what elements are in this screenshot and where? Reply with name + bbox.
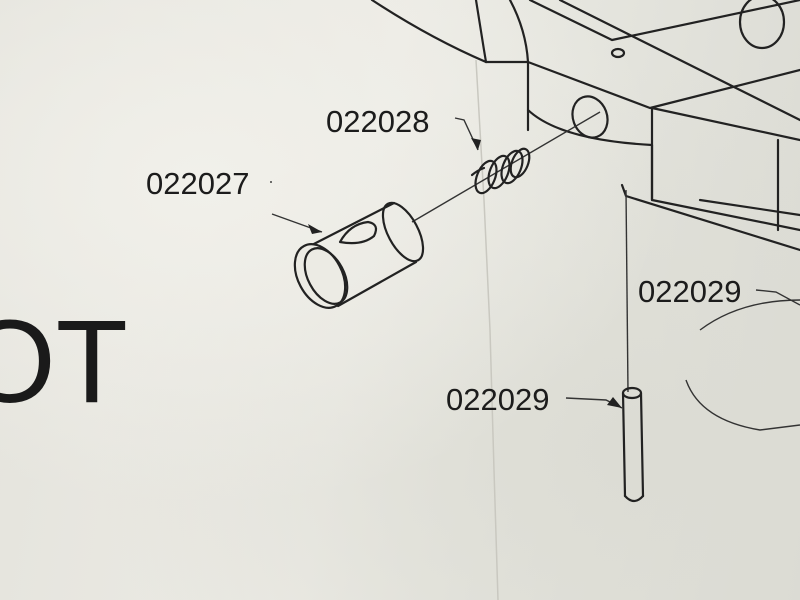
callout-rod-lower: 022029 bbox=[446, 382, 549, 417]
paper-crease bbox=[475, 59, 499, 600]
spring-part bbox=[470, 147, 531, 195]
cylinder-pin-part bbox=[293, 201, 425, 309]
rod-part bbox=[621, 386, 645, 503]
callout-spring: 022028 bbox=[326, 104, 429, 139]
leader-lines bbox=[270, 117, 800, 409]
callout-rod-right: 022029 bbox=[638, 274, 741, 309]
right-partial-part bbox=[685, 299, 800, 431]
assembly-axis-lines bbox=[411, 111, 629, 393]
frame-structure bbox=[370, 0, 800, 252]
callout-pin: 022027 bbox=[146, 166, 249, 201]
cropped-title-text: OT bbox=[0, 296, 128, 428]
